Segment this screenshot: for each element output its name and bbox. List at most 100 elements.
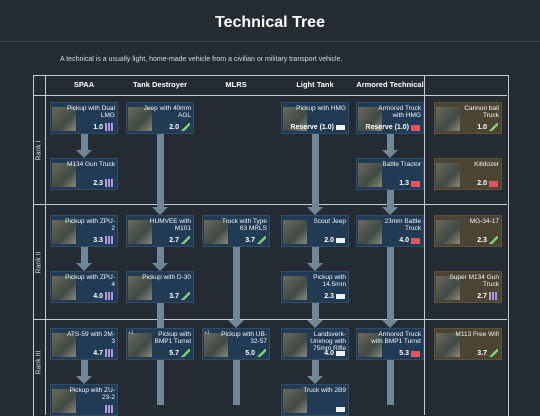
- battle-rating: 3.7: [245, 237, 255, 244]
- rank-column-divider: [45, 75, 46, 415]
- spaa-class-icon: [105, 236, 114, 244]
- vehicle-name: ATS-59 with 2M-3: [67, 331, 115, 345]
- vehicle-thumbnail: [128, 333, 152, 357]
- vehicle-thumbnail: [52, 276, 76, 300]
- battle-rating: 1.3: [399, 180, 409, 187]
- vehicle-thumbnail: [52, 333, 76, 357]
- vehicle-name: Pickup with ZPU-2: [65, 218, 115, 232]
- vehicle-name: Armored Truck with BMP1 Turret: [371, 331, 421, 345]
- tank-destroyer-class-icon: [181, 123, 190, 131]
- tree-arrow-head-icon: [228, 320, 244, 328]
- tree-connector-line: [80, 134, 88, 151]
- battle-rating: 3.3: [93, 237, 103, 244]
- vehicle-name: Jeep with 40mm AGL: [143, 105, 191, 119]
- vehicle-name: Pickup with ZU-23-2: [69, 387, 115, 401]
- battle-rating: 2.0: [324, 237, 334, 244]
- battle-rating: Reserve (1.0): [290, 124, 334, 131]
- vehicle-name: Pickup with BMP1 Turret: [154, 331, 191, 345]
- vehicle-thumbnail: [358, 333, 382, 357]
- tree-connector-line: [156, 134, 164, 208]
- vehicle-thumbnail: [358, 107, 382, 131]
- battle-rating: 4.0: [399, 237, 409, 244]
- vehicle-card-pickup-zpu-4[interactable]: Pickup with ZPU-4 4.0: [50, 271, 118, 303]
- spaa-class-icon: [105, 292, 114, 300]
- vehicle-card-truck-2b9[interactable]: Truck with 2B9: [281, 384, 349, 416]
- tree-arrow-head-icon: [382, 150, 398, 158]
- title-divider: [0, 41, 540, 42]
- tree-arrow-head-icon: [307, 207, 323, 215]
- tree-connector-line: [232, 247, 240, 321]
- column-header-armored-technical: Armored Technical: [356, 80, 424, 89]
- rank-offset-tag: +1: [204, 330, 210, 336]
- vehicle-name: Pickup with Dual LMG: [66, 105, 115, 119]
- tree-connector-line: [386, 360, 394, 405]
- vehicle-name: M113 Free Wifi: [455, 331, 499, 338]
- vehicle-name: Armored Truck with HMG: [378, 105, 421, 119]
- tank-destroyer-class-icon: [181, 236, 190, 244]
- light-tank-class-icon: [336, 294, 345, 299]
- vehicle-thumbnail: [436, 276, 460, 300]
- tree-arrow-head-icon: [76, 376, 92, 384]
- vehicle-card-battle-tractor[interactable]: Battle Tractor 1.3: [356, 158, 424, 190]
- tree-connector-line: [386, 190, 394, 208]
- rank-label-3: Rank III: [35, 350, 43, 375]
- rank-label-2: Rank II: [35, 250, 43, 274]
- spaa-class-icon: [489, 292, 498, 300]
- vehicle-card-jeep-40mm-agl[interactable]: Jeep with 40mm AGL 2.0: [126, 102, 194, 134]
- column-header-spaa: SPAA: [73, 80, 95, 89]
- tree-arrow-head-icon: [382, 320, 398, 328]
- tank-destroyer-class-icon: [489, 349, 498, 357]
- vehicle-name: Pickup with D-30: [142, 274, 191, 281]
- battle-rating: 3.7: [477, 350, 487, 357]
- battle-rating: 4.0: [93, 293, 103, 300]
- armored-class-icon: [411, 238, 420, 244]
- vehicle-name: Killdozer: [474, 161, 499, 168]
- spaa-class-icon: [105, 349, 114, 357]
- battle-rating: 1.0: [93, 124, 103, 131]
- intro-text: A technical is a usually light, home-mad…: [60, 56, 343, 63]
- vehicle-card-pickup-hmg[interactable]: Pickup with HMG Reserve (1.0): [281, 102, 349, 134]
- tree-connector-line: [311, 134, 319, 208]
- tree-arrow-head-icon: [307, 263, 323, 271]
- vehicle-name: Landsverk-Unimog with 75mm Rifle: [310, 331, 346, 352]
- battle-rating: 2.0: [169, 124, 179, 131]
- tech-tree-frame: [33, 75, 509, 416]
- vehicle-thumbnail: [436, 333, 460, 357]
- vehicle-thumbnail: [52, 107, 76, 131]
- vehicle-name: Pickup with ZPU-4: [65, 274, 115, 288]
- vehicle-card-pickup-zu-23[interactable]: Pickup with ZU-23-2: [50, 384, 118, 416]
- tree-arrow-head-icon: [382, 207, 398, 215]
- tree-connector-line: [311, 303, 319, 321]
- mlrs-class-icon: [257, 349, 266, 357]
- vehicle-thumbnail: [204, 333, 228, 357]
- spaa-class-icon: [105, 123, 114, 131]
- vehicle-card-pickup-zpu-2[interactable]: Pickup with ZPU-2 3.3: [50, 215, 118, 247]
- vehicle-card-m113-free-wifi[interactable]: M113 Free Wifi 3.7: [434, 328, 502, 360]
- page-title: Technical Tree: [215, 14, 325, 31]
- battle-rating: 2.7: [169, 237, 179, 244]
- tree-connector-line: [80, 247, 88, 264]
- vehicle-thumbnail: [52, 220, 76, 244]
- vehicle-name: Battle Tractor: [382, 161, 421, 168]
- battle-rating: 3.7: [169, 293, 179, 300]
- vehicle-card-pickup-dual-lmg[interactable]: Pickup with Dual LMG 1.0: [50, 102, 118, 134]
- vehicle-card-pickup-d30[interactable]: Pickup with D-30 3.7: [126, 271, 194, 303]
- vehicle-name: Pickup with HMG: [296, 105, 346, 112]
- tree-connector-line: [386, 247, 394, 321]
